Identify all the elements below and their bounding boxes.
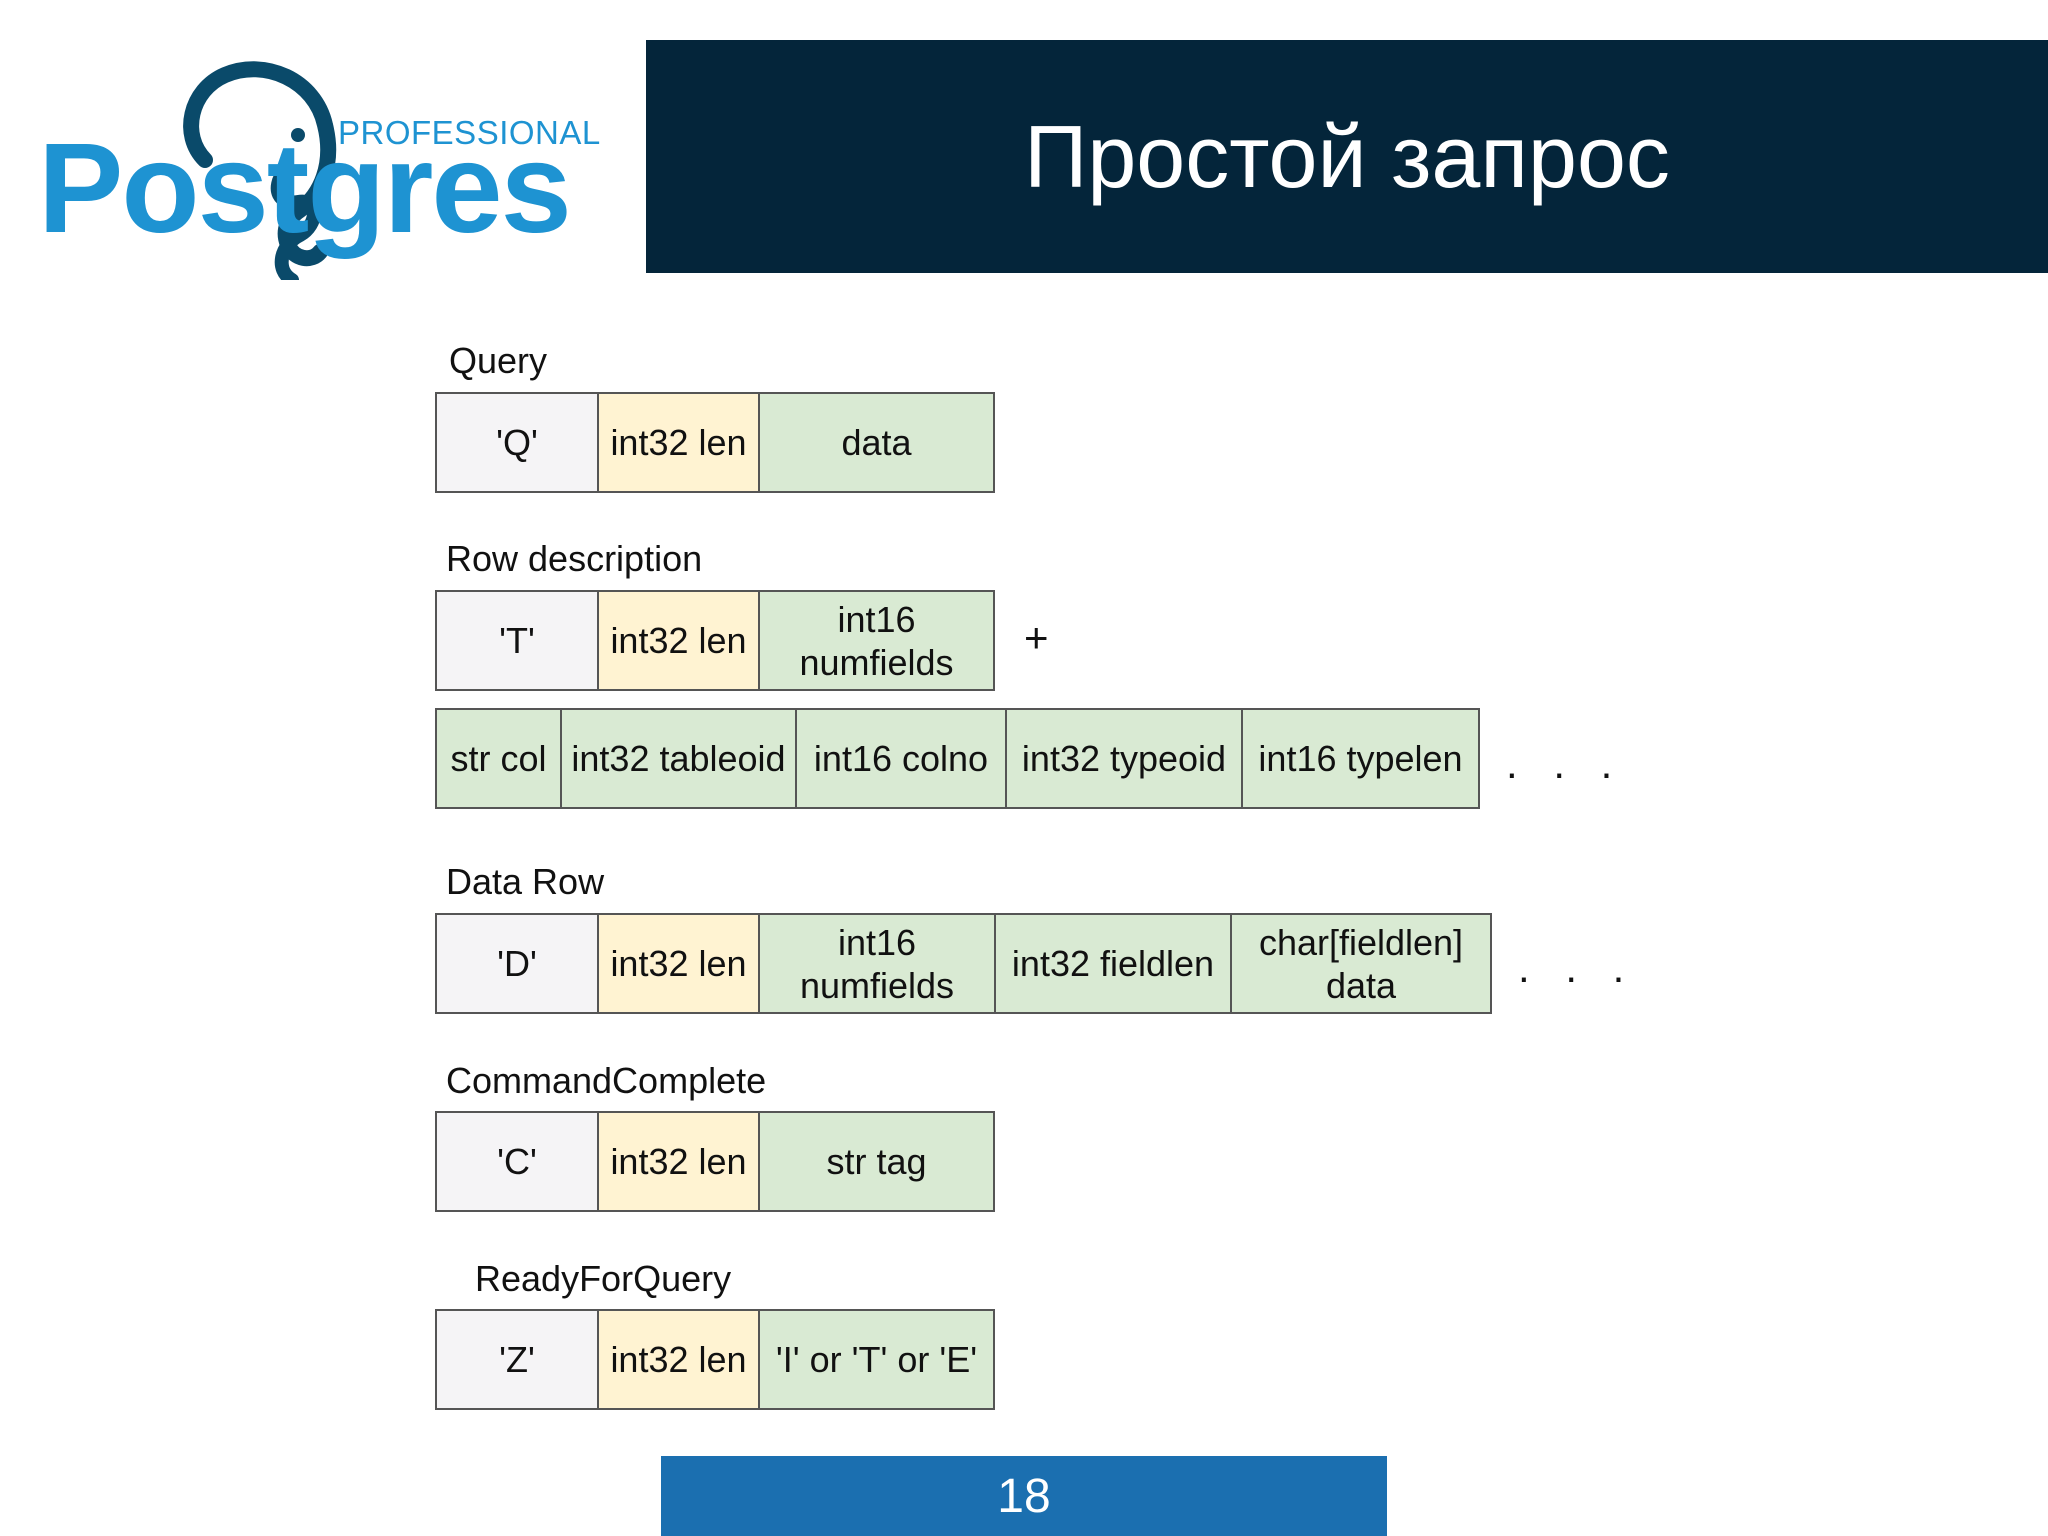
field-type: 'D' <box>437 915 599 1012</box>
ellipsis: . . . <box>1518 944 1637 991</box>
field-char-data: char[fieldlen] data <box>1232 915 1490 1012</box>
field-len: int32 len <box>599 1311 760 1408</box>
field-fieldlen: int32 fieldlen <box>996 915 1232 1012</box>
field-tableoid: int32 tableoid <box>562 710 797 807</box>
message-label-data-row: Data Row <box>446 861 605 902</box>
field-numfields: int16 numfields <box>760 592 993 689</box>
plus-sign: + <box>1024 614 1049 661</box>
field-typeoid: int32 typeoid <box>1007 710 1243 807</box>
message-row-ready-for-query: 'Z' int32 len 'I' or 'T' or 'E' <box>435 1309 995 1410</box>
message-label-query: Query <box>449 340 548 381</box>
field-len: int32 len <box>599 1113 760 1210</box>
message-row-row-description: 'T' int32 len int16 numfields <box>435 590 995 691</box>
page-number-bar: 18 <box>661 1456 1387 1536</box>
field-type: 'Z' <box>437 1311 599 1408</box>
field-str-col: str col <box>437 710 562 807</box>
postgres-professional-logo: Postgres PROFESSIONAL <box>30 30 620 280</box>
slide-title-bar: Простой запрос <box>646 40 2048 273</box>
message-row-query: 'Q' int32 len data <box>435 392 995 493</box>
logo-tagline: PROFESSIONAL <box>338 114 601 151</box>
field-len: int32 len <box>599 592 760 689</box>
message-row-field-description: str col int32 tableoid int16 colno int32… <box>435 708 1480 809</box>
field-data: data <box>760 394 993 491</box>
logo-wordmark: Postgres <box>38 117 572 260</box>
message-label-ready-for-query: ReadyForQuery <box>475 1258 732 1299</box>
field-str-tag: str tag <box>760 1113 993 1210</box>
field-status: 'I' or 'T' or 'E' <box>760 1311 993 1408</box>
message-label-row-description: Row description <box>446 538 703 579</box>
message-row-command-complete: 'C' int32 len str tag <box>435 1111 995 1212</box>
field-type: 'T' <box>437 592 599 689</box>
field-typelen: int16 typelen <box>1243 710 1478 807</box>
message-label-command-complete: CommandComplete <box>446 1060 767 1101</box>
field-type: 'C' <box>437 1113 599 1210</box>
slide-title: Простой запрос <box>1024 106 1670 206</box>
page-number: 18 <box>997 1469 1051 1523</box>
field-len: int32 len <box>599 394 760 491</box>
message-row-data-row: 'D' int32 len int16 numfields int32 fiel… <box>435 913 1492 1014</box>
ellipsis: . . . <box>1506 740 1625 787</box>
elephant-icon <box>183 61 337 280</box>
field-type: 'Q' <box>437 394 599 491</box>
field-len: int32 len <box>599 915 760 1012</box>
field-colno: int16 colno <box>797 710 1007 807</box>
field-numfields: int16 numfields <box>760 915 996 1012</box>
